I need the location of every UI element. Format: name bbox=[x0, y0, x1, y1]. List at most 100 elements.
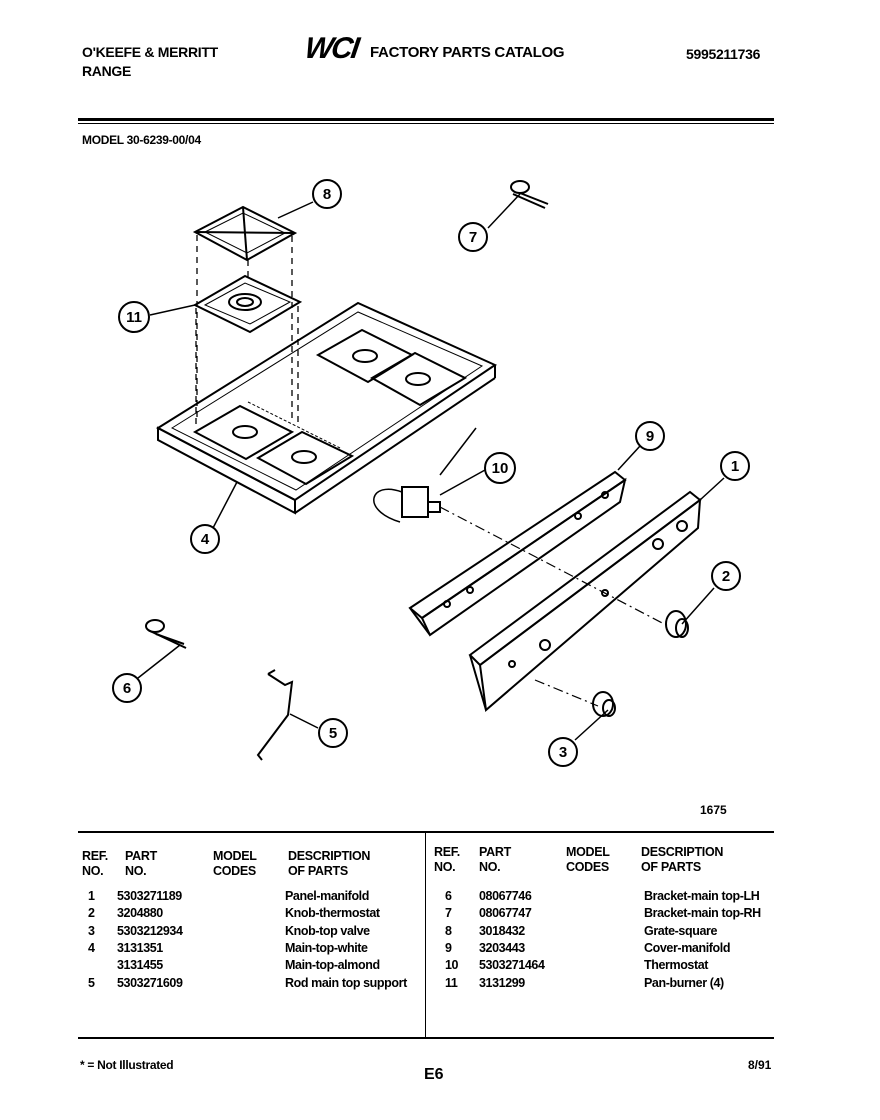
ref-cell: 4 bbox=[88, 940, 95, 955]
table-bottom-rule bbox=[78, 1037, 774, 1039]
description-cell: Main-top-almond bbox=[285, 958, 380, 973]
description-cell: Knob-thermostat bbox=[285, 906, 380, 921]
table-row: 3131455 Main-top-almond bbox=[0, 958, 880, 975]
header-part-left: PART NO. bbox=[125, 849, 157, 878]
callout-10: 10 bbox=[484, 452, 516, 484]
callout-7-label: 7 bbox=[469, 229, 477, 246]
description-cell: Thermostat bbox=[644, 958, 709, 973]
ref-cell: 6 bbox=[445, 889, 452, 903]
header-ref-right: REF. NO. bbox=[434, 845, 460, 874]
ref-cell: 2 bbox=[88, 906, 95, 921]
description-cell: Grate-square bbox=[644, 923, 718, 938]
description-cell: Rod main top support bbox=[285, 975, 407, 990]
table-row: 10 5303271464 Thermostat bbox=[0, 958, 880, 975]
header-rule-thin bbox=[78, 123, 774, 124]
part-number-cell: 5303271609 bbox=[117, 975, 183, 990]
axis-lines bbox=[439, 506, 669, 707]
part-number-cell: 3203443 bbox=[479, 940, 525, 955]
ref-cell: 1 bbox=[88, 889, 95, 903]
description-cell: Pan-burner (4) bbox=[644, 975, 724, 990]
ref-cell: 8 bbox=[445, 923, 452, 938]
callout-4-label: 4 bbox=[201, 531, 210, 548]
callout-1-label: 1 bbox=[731, 458, 739, 475]
part-number-cell: 08067747 bbox=[479, 906, 532, 921]
part-number-cell: 3131455 bbox=[117, 958, 163, 973]
callout-5-label: 5 bbox=[329, 725, 337, 742]
part-number-cell: 3131299 bbox=[479, 975, 525, 990]
callout-8: 8 bbox=[312, 179, 342, 209]
part-pan-burner bbox=[192, 274, 303, 334]
brand-name: O'KEEFE & MERRITT bbox=[82, 44, 218, 60]
callout-6-label: 6 bbox=[123, 680, 131, 697]
callout-9-label: 9 bbox=[646, 428, 654, 445]
wci-logo: WCI bbox=[302, 32, 360, 65]
description-cell: Main-top-white bbox=[285, 940, 368, 955]
part-number-cell: 08067746 bbox=[479, 889, 532, 903]
part-knob-thermostat bbox=[665, 610, 689, 638]
part-bracket-lh bbox=[145, 619, 187, 649]
ref-cell: 11 bbox=[445, 975, 458, 990]
part-cover-manifold bbox=[408, 470, 627, 637]
description-cell: Cover-manifold bbox=[644, 940, 731, 955]
part-number-cell: 5303212934 bbox=[117, 923, 183, 938]
product-type: RANGE bbox=[82, 63, 132, 79]
description-cell: Panel-manifold bbox=[285, 889, 369, 903]
part-main-top bbox=[155, 301, 498, 515]
drawing-number: 1675 bbox=[700, 803, 727, 817]
ref-cell: 9 bbox=[445, 940, 452, 955]
table-row: 11 3131299 Pan-burner (4) bbox=[0, 976, 880, 993]
part-number-cell: 5303271189 bbox=[117, 889, 182, 903]
callout-7: 7 bbox=[458, 222, 488, 252]
callout-11: 11 bbox=[118, 301, 150, 333]
callout-5: 5 bbox=[318, 718, 348, 748]
callout-3-label: 3 bbox=[559, 744, 567, 761]
callout-3: 3 bbox=[548, 737, 578, 767]
callout-1: 1 bbox=[720, 451, 750, 481]
ref-cell: 10 bbox=[445, 958, 459, 973]
footnote: * = Not Illustrated bbox=[80, 1058, 174, 1072]
callout-4: 4 bbox=[190, 524, 220, 554]
page-code: E6 bbox=[424, 1066, 444, 1083]
table-row: 9 3203443 Cover-manifold bbox=[0, 941, 880, 958]
projection-lines bbox=[195, 235, 299, 425]
table-divider bbox=[425, 833, 426, 1038]
table-row: 3 5303212934 Knob-top valve bbox=[0, 924, 880, 941]
part-number-cell: 3131351 bbox=[117, 940, 163, 955]
callout-2: 2 bbox=[711, 561, 741, 591]
revision-date: 8/91 bbox=[748, 1058, 772, 1072]
exploded-parts-diagram: 8 7 11 10 9 1 4 2 6 5 3 1675 bbox=[112, 179, 750, 817]
part-thermostat bbox=[373, 427, 477, 523]
part-bracket-rh bbox=[510, 180, 549, 209]
part-panel-manifold bbox=[468, 490, 702, 712]
part-grate-square bbox=[192, 205, 298, 262]
header-ref-left: REF. NO. bbox=[82, 849, 108, 878]
description-cell: Knob-top valve bbox=[285, 923, 370, 938]
table-row: 2 3204880 Knob-thermostat bbox=[0, 906, 880, 923]
part-number-cell: 3018432 bbox=[479, 923, 525, 938]
callout-2-label: 2 bbox=[722, 568, 730, 585]
header-model-left: MODEL CODES bbox=[213, 849, 257, 878]
ref-cell: 3 bbox=[88, 923, 95, 938]
callout-9: 9 bbox=[635, 421, 665, 451]
ref-cell: 5 bbox=[88, 975, 95, 990]
description-cell: Bracket-main top-RH bbox=[644, 906, 761, 921]
part-number-cell: 5303271464 bbox=[479, 958, 545, 973]
header-desc-right: DESCRIPTION OF PARTS bbox=[641, 845, 724, 874]
table-row: 6 08067746 Bracket-main top-LH bbox=[0, 889, 880, 906]
callout-8-label: 8 bbox=[323, 186, 331, 203]
catalog-number: 5995211736 bbox=[686, 46, 761, 62]
header-part-right: PART NO. bbox=[479, 845, 511, 874]
part-number-cell: 3204880 bbox=[117, 906, 163, 921]
description-cell: Bracket-main top-LH bbox=[644, 889, 760, 903]
callout-11-label: 11 bbox=[126, 309, 142, 326]
callout-6: 6 bbox=[112, 673, 142, 703]
header-model-right: MODEL CODES bbox=[566, 845, 610, 874]
leader-lines bbox=[137, 193, 725, 741]
table-row: 4 3131351 Main-top-white bbox=[0, 941, 880, 958]
model-number: MODEL 30-6239-00/04 bbox=[82, 133, 201, 147]
callout-10-label: 10 bbox=[492, 460, 509, 477]
table-row: 8 3018432 Grate-square bbox=[0, 924, 880, 941]
header-desc-left: DESCRIPTION OF PARTS bbox=[288, 849, 371, 878]
table-row: 1 5303271189 Panel-manifold bbox=[0, 889, 880, 906]
